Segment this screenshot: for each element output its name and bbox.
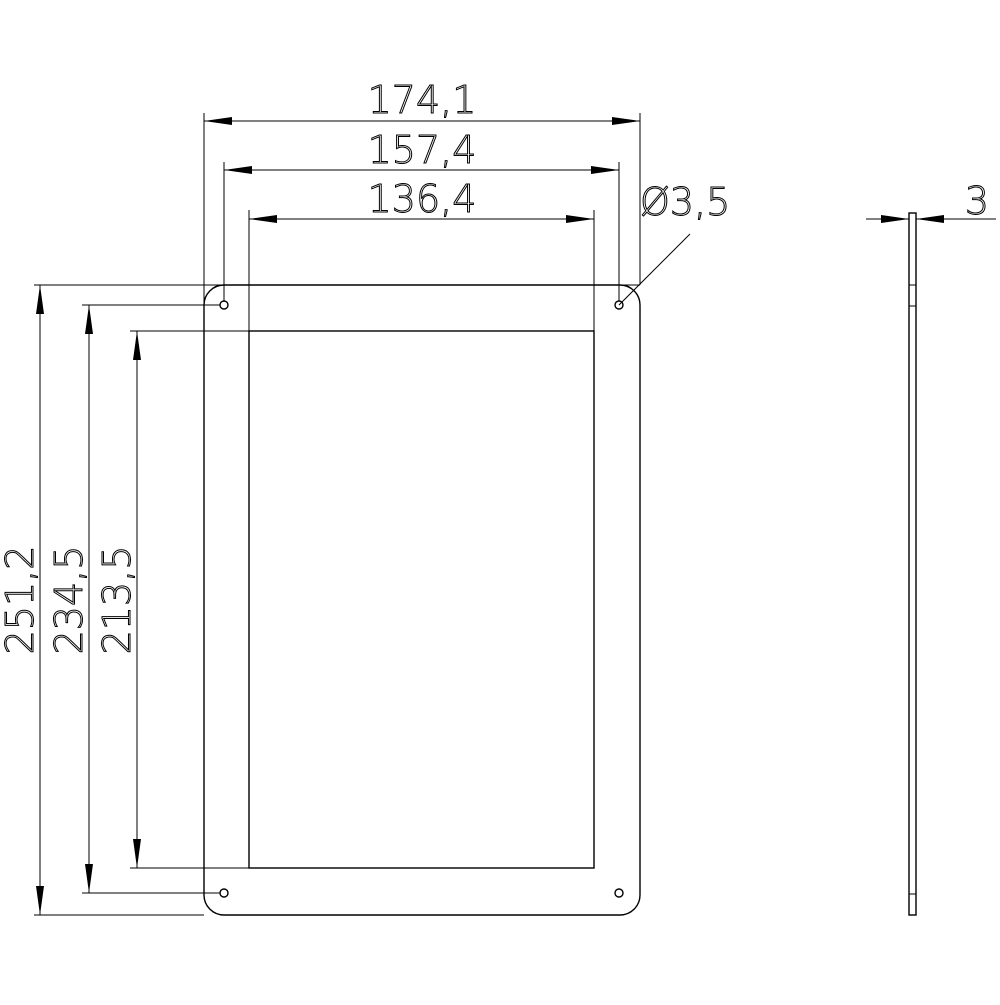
label-hole-pitch-width: 157,4	[368, 128, 477, 172]
mounting-hole-bottom-right	[614, 888, 624, 898]
label-overall-height: 251,2	[0, 546, 42, 655]
label-overall-width: 174,1	[368, 78, 477, 122]
dimension-overall-width: 174,1	[204, 78, 640, 125]
label-cutout-height: 213,5	[95, 546, 139, 655]
dimension-cutout-height: 213,5	[95, 331, 141, 868]
label-thickness: 3	[965, 179, 989, 223]
dimension-hole-pitch-width: 157,4	[224, 128, 619, 174]
dimension-overall-height: 251,2	[0, 285, 44, 915]
extension-lines	[34, 113, 641, 916]
front-view	[203, 284, 641, 916]
dimension-hole-diameter: Ø3,5	[618, 180, 731, 306]
side-view	[908, 212, 917, 916]
cutout-outline	[248, 330, 595, 869]
dimension-cutout-width: 136,4	[249, 177, 594, 223]
dimension-hole-pitch-height: 234,5	[47, 305, 93, 893]
panel-outline	[203, 284, 641, 916]
mounting-hole-top-left	[219, 300, 229, 310]
label-cutout-width: 136,4	[368, 177, 477, 221]
label-hole-diameter: Ø3,5	[640, 180, 730, 224]
mounting-hole-bottom-left	[219, 888, 229, 898]
label-hole-pitch-height: 234,5	[47, 546, 91, 655]
dimension-thickness: 3	[866, 179, 996, 224]
side-profile	[908, 212, 917, 916]
